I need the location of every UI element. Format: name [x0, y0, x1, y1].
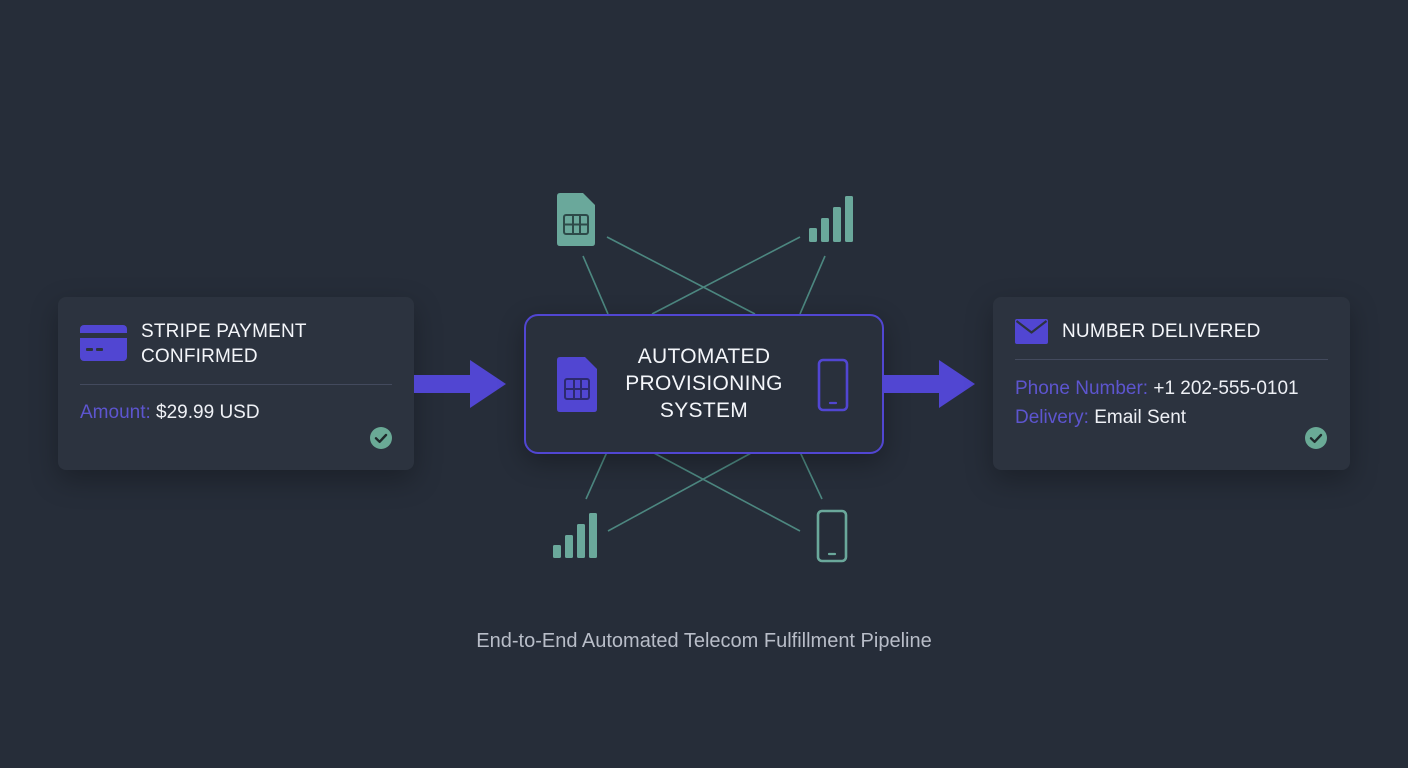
delivery-value: Email Sent: [1094, 407, 1187, 428]
payment-card: STRIPE PAYMENT CONFIRMED Amount: $29.99 …: [58, 297, 414, 470]
amount-row: Amount: $29.99 USD: [80, 400, 260, 426]
sim-card-icon: [557, 357, 597, 412]
smartphone-icon: [817, 358, 849, 412]
payment-title: STRIPE PAYMENT CONFIRMED: [141, 321, 307, 367]
phone-value: +1 202-555-0101: [1153, 378, 1299, 399]
credit-card-icon: [80, 325, 127, 361]
delivery-label: Delivery:: [1015, 407, 1089, 428]
envelope-icon: [1015, 319, 1048, 344]
diagram-caption: End-to-End Automated Telecom Fulfillment…: [476, 630, 932, 652]
phone-label: Phone Number:: [1015, 378, 1149, 399]
amount-value: $29.99 USD: [156, 402, 260, 423]
delivery-row: Delivery: Email Sent: [1015, 405, 1186, 431]
amount-label: Amount:: [80, 402, 151, 423]
delivery-card: NUMBER DELIVERED Phone Number: +1 202-55…: [993, 297, 1350, 470]
provisioning-title: AUTOMATED PROVISIONING SYSTEM: [625, 345, 783, 422]
arrow-right-icon: [883, 360, 975, 408]
delivery-title: NUMBER DELIVERED: [1062, 321, 1261, 342]
provisioning-system-box: AUTOMATED PROVISIONING SYSTEM: [524, 314, 884, 454]
check-circle-icon: [370, 427, 392, 449]
arrow-right-icon: [414, 360, 506, 408]
signal-bars-icon: [809, 196, 853, 242]
phone-row: Phone Number: +1 202-555-0101: [1015, 376, 1299, 402]
signal-bars-icon: [553, 513, 597, 558]
sim-card-icon: [557, 193, 595, 246]
smartphone-icon: [816, 509, 848, 563]
divider: [1015, 359, 1328, 360]
check-circle-icon: [1305, 427, 1327, 449]
divider: [80, 384, 392, 385]
